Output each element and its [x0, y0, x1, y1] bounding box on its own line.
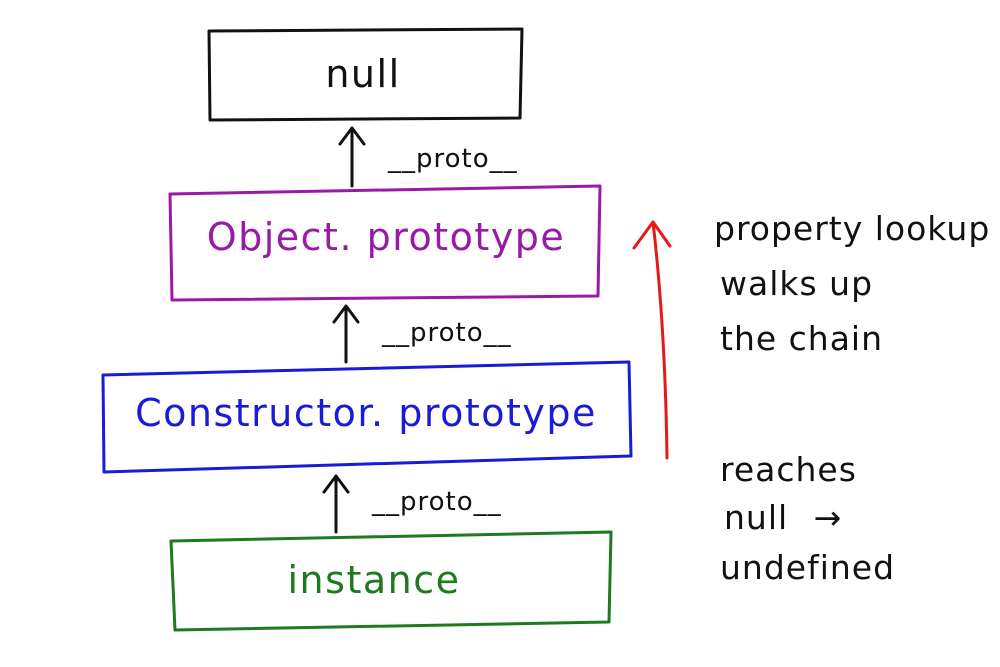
lookup-direction — [632, 220, 672, 460]
lookup-note-line-1: property lookup — [714, 209, 990, 248]
constructor-prototype-node: Constructor. prototype — [101, 360, 633, 474]
null-box-outline — [207, 27, 524, 122]
instance-box-outline — [169, 530, 613, 632]
constructor-prototype-label: Constructor. prototype — [135, 391, 597, 435]
up-arrow-icon — [322, 474, 350, 534]
end-note-line-2: null → — [724, 498, 842, 537]
instance-label: instance — [288, 558, 461, 602]
end-note-line-1: reaches — [720, 450, 857, 489]
up-arrow-icon — [332, 304, 360, 364]
null-label: null — [325, 52, 400, 96]
lookup-note: property lookup walks up the chain — [714, 209, 990, 358]
proto-link-label: __proto__ — [381, 318, 512, 348]
proto-link-object-to-null: __proto__ — [338, 126, 518, 188]
end-note-line-3: undefined — [720, 548, 895, 587]
right-arrow-icon: → — [814, 498, 843, 537]
instance-node: instance — [169, 530, 613, 632]
up-arrow-icon — [338, 126, 366, 188]
proto-link-label: __proto__ — [371, 487, 502, 517]
proto-link-constructor-to-object: __proto__ — [332, 304, 512, 364]
lookup-note-line-3: the chain — [720, 319, 883, 358]
lookup-note-line-2: walks up — [720, 264, 873, 303]
object-prototype-box-outline — [168, 184, 602, 302]
end-of-chain-note: reaches null → undefined — [720, 450, 895, 587]
end-note-null-text: null — [724, 498, 788, 537]
lookup-arrow-icon — [632, 220, 672, 460]
object-prototype-label: Object. prototype — [207, 215, 566, 259]
null-node: null — [207, 27, 524, 122]
proto-link-label: __proto__ — [387, 144, 518, 174]
constructor-prototype-box-outline — [101, 360, 633, 474]
object-prototype-node: Object. prototype — [168, 184, 602, 302]
proto-link-instance-to-constructor: __proto__ — [322, 474, 502, 534]
